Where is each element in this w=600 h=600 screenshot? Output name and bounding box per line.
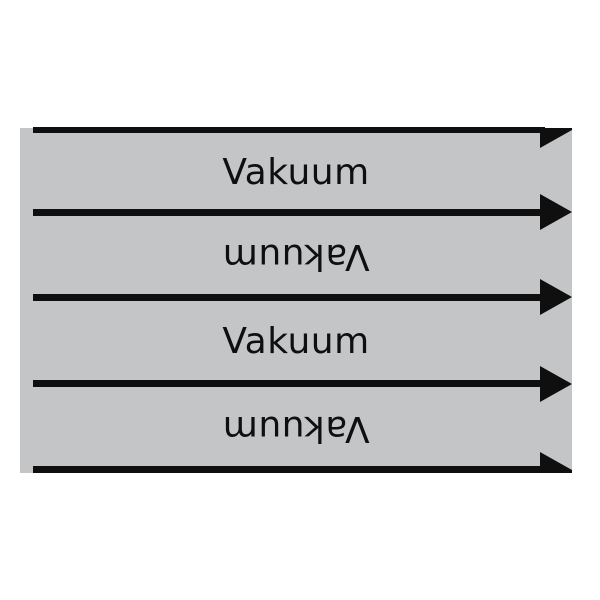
medium-label-4-upside-down: Vakuum: [222, 408, 370, 449]
flow-arrow-4: [33, 366, 572, 402]
flow-arrow-1: [33, 127, 572, 148]
medium-label-2-upside-down: Vakuum: [222, 236, 370, 277]
medium-label-1: Vakuum: [222, 152, 370, 193]
flow-arrow-3: [33, 279, 572, 315]
flow-arrow-5: [33, 452, 572, 473]
medium-label-3: Vakuum: [222, 321, 370, 362]
flow-arrow-2: [33, 194, 572, 230]
